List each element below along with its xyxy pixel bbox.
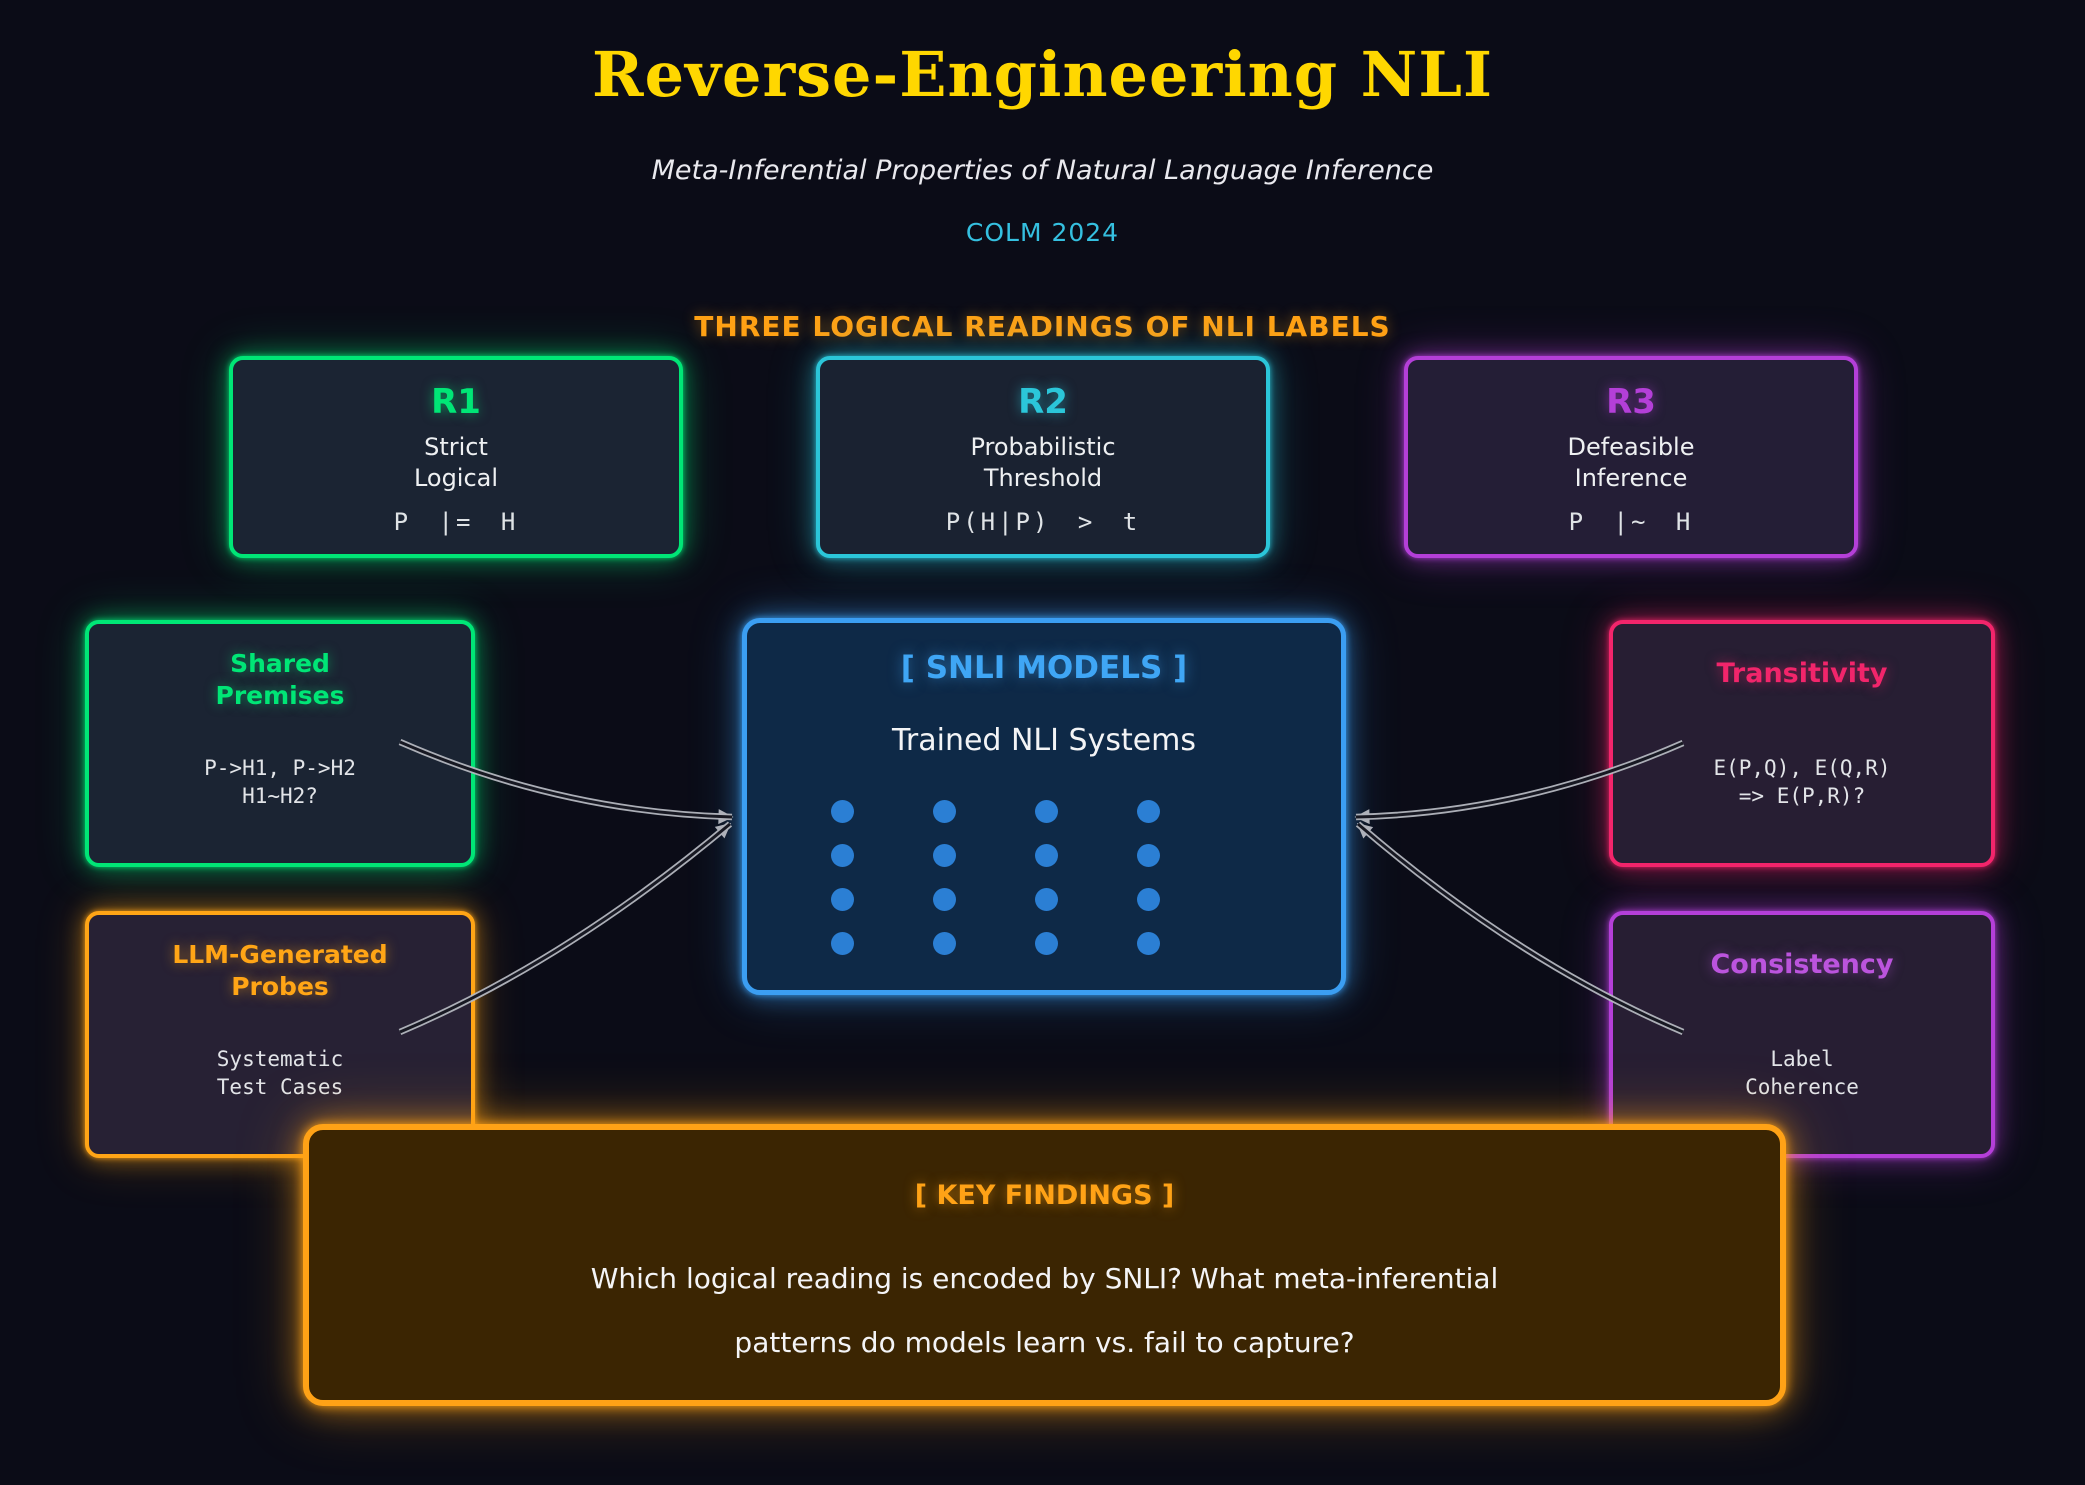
neuron-dot xyxy=(831,888,854,911)
consistency-code: Label Coherence xyxy=(1613,1045,1991,1101)
shared-premises-code: P->H1, P->H2 H1~H2? xyxy=(89,754,471,810)
neuron-dot xyxy=(1137,800,1160,823)
neuron-dot xyxy=(933,844,956,867)
reading-r1-title: R1 xyxy=(431,382,481,422)
transitivity-title: Transitivity xyxy=(1716,658,1888,689)
page-title: Reverse-Engineering NLI xyxy=(592,38,1493,111)
neuron-dot xyxy=(933,800,956,823)
reading-r2-name-line2: Threshold xyxy=(983,464,1103,492)
snli-models-subtitle: Trained NLI Systems xyxy=(891,723,1197,758)
snli-models-title: [ SNLI MODELS ] xyxy=(900,650,1188,686)
reading-r1-name-line1: Strict xyxy=(424,433,488,461)
neuron-dot xyxy=(1137,844,1160,867)
consistency-code-line1: Label xyxy=(1770,1047,1834,1071)
neuron-dot xyxy=(831,800,854,823)
input-box-shared-premises: Shared Premises P->H1, P->H2 H1~H2? xyxy=(85,620,475,867)
neuron-dot xyxy=(1035,932,1058,955)
reading-r3-name-line1: Defeasible xyxy=(1567,433,1695,461)
neuron-dot xyxy=(831,932,854,955)
reading-r1-name: Strict Logical xyxy=(233,432,679,494)
neuron-dot xyxy=(1035,844,1058,867)
key-findings-line1: Which logical reading is encoded by SNLI… xyxy=(590,1262,1499,1295)
venue-label: COLM 2024 xyxy=(965,218,1120,247)
neuron-dot xyxy=(1035,888,1058,911)
transitivity-code-line1: E(P,Q), E(Q,R) xyxy=(1713,756,1891,780)
llm-probes-title: LLM-Generated Probes xyxy=(89,939,471,1003)
neuron-dot xyxy=(1137,932,1160,955)
reading-r2-formula: P(H|P) > t xyxy=(945,508,1141,536)
reading-r2-name: Probabilistic Threshold xyxy=(820,432,1266,494)
probe-box-consistency: Consistency Label Coherence xyxy=(1609,911,1995,1158)
llm-probes-code: Systematic Test Cases xyxy=(89,1045,471,1101)
reading-r2-name-line1: Probabilistic xyxy=(970,433,1116,461)
reading-r1-formula: P |= H xyxy=(393,508,519,536)
llm-probes-title-line2: Probes xyxy=(231,972,329,1001)
neuron-dot xyxy=(933,932,956,955)
neuron-dot xyxy=(1137,888,1160,911)
reading-box-r1: R1 Strict Logical P |= H xyxy=(229,356,683,558)
reading-r3-title: R3 xyxy=(1606,382,1656,422)
shared-premises-code-line2: H1~H2? xyxy=(242,784,318,808)
section-heading: THREE LOGICAL READINGS OF NLI LABELS xyxy=(694,310,1391,343)
llm-probes-code-line2: Test Cases xyxy=(216,1075,344,1099)
shared-premises-title-line2: Premises xyxy=(215,681,345,710)
consistency-title: Consistency xyxy=(1710,949,1894,980)
probe-box-transitivity: Transitivity E(P,Q), E(Q,R) => E(P,R)? xyxy=(1609,620,1995,867)
input-box-llm-probes: LLM-Generated Probes Systematic Test Cas… xyxy=(85,911,475,1158)
reading-r3-name: Defeasible Inference xyxy=(1408,432,1854,494)
reading-r3-formula: P |~ H xyxy=(1568,508,1694,536)
reading-r1-name-line2: Logical xyxy=(413,464,499,492)
shared-premises-title-line1: Shared xyxy=(230,649,330,678)
transitivity-code-line2: => E(P,R)? xyxy=(1738,784,1866,808)
neuron-dots-grid xyxy=(831,800,1160,955)
neuron-dot xyxy=(933,888,956,911)
reading-r2-title: R2 xyxy=(1018,382,1068,422)
key-findings-box: [ KEY FINDINGS ] Which logical reading i… xyxy=(303,1124,1786,1406)
reading-r3-name-line2: Inference xyxy=(1574,464,1688,492)
shared-premises-title: Shared Premises xyxy=(89,648,471,712)
reading-box-r2: R2 Probabilistic Threshold P(H|P) > t xyxy=(816,356,1270,558)
llm-probes-title-line1: LLM-Generated xyxy=(172,940,388,969)
snli-models-box: [ SNLI MODELS ] Trained NLI Systems xyxy=(742,618,1346,995)
llm-probes-code-line1: Systematic xyxy=(216,1047,344,1071)
transitivity-code: E(P,Q), E(Q,R) => E(P,R)? xyxy=(1613,754,1991,810)
key-findings-line2: patterns do models learn vs. fail to cap… xyxy=(734,1326,1355,1359)
consistency-code-line2: Coherence xyxy=(1745,1075,1859,1099)
neuron-dot xyxy=(831,844,854,867)
shared-premises-code-line1: P->H1, P->H2 xyxy=(204,756,356,780)
key-findings-title: [ KEY FINDINGS ] xyxy=(914,1180,1175,1211)
neuron-dot xyxy=(1035,800,1058,823)
reading-box-r3: R3 Defeasible Inference P |~ H xyxy=(1404,356,1858,558)
page-subtitle: Meta-Inferential Properties of Natural L… xyxy=(651,155,1434,186)
